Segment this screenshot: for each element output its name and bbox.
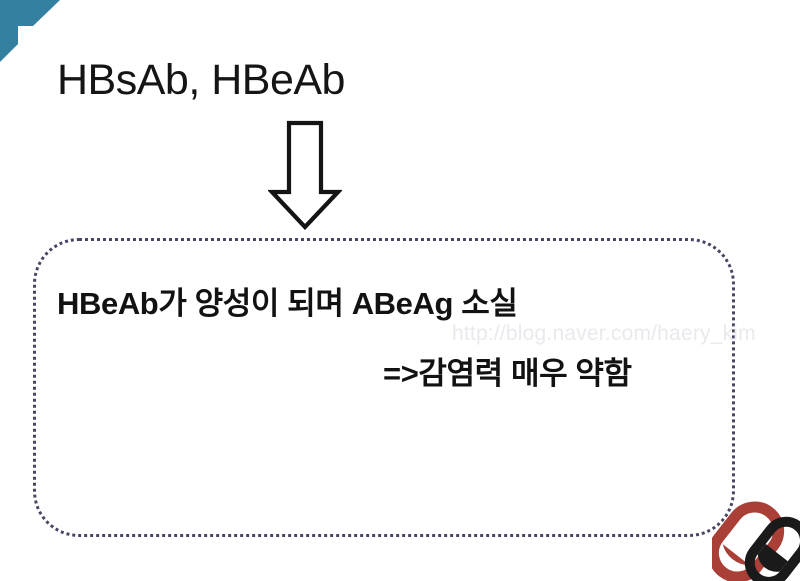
stepped-corner-icon [0, 0, 60, 62]
capsule-pills-logo-icon [712, 501, 800, 581]
watermark-url: http://blog.naver.com/haery_kim [452, 322, 756, 345]
body-text-line-1: HBeAb가 양성이 되며 ABeAg 소실 [57, 286, 518, 321]
page-title: HBsAb, HBeAb [57, 56, 345, 104]
down-arrow-icon [268, 120, 342, 230]
dotted-content-box [33, 238, 735, 537]
body-text-line-2: =>감염력 매우 약함 [383, 356, 632, 391]
